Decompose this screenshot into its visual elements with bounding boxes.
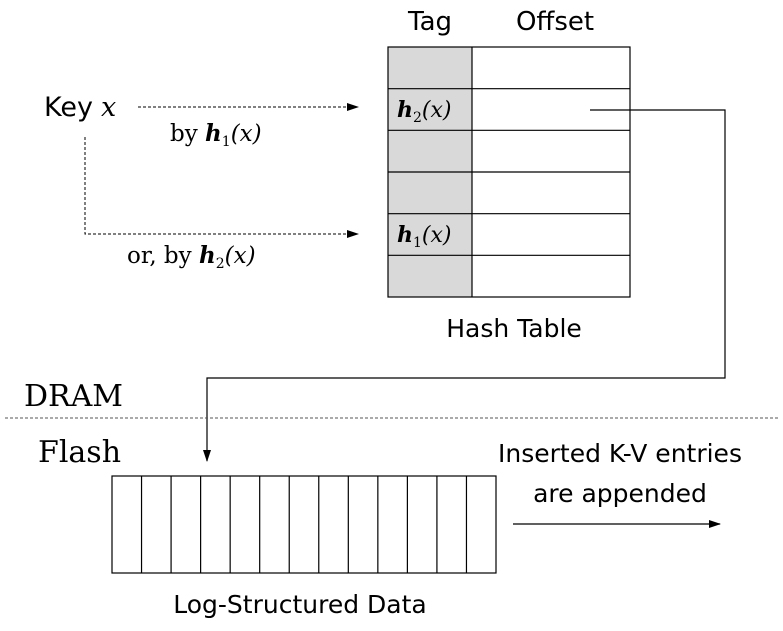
arrow-h2-label: or, by h2(x) xyxy=(127,242,256,272)
arrow-h1-label: by h1(x) xyxy=(170,120,262,150)
offset-pointer-arrow xyxy=(203,109,726,462)
log-cells xyxy=(140,476,468,573)
hash-table: h2(x) h1(x) xyxy=(387,46,631,298)
hash-table-tag-h2: h2(x) xyxy=(397,97,452,126)
append-note-line1: Inserted K-V entries xyxy=(498,439,742,468)
tag-column-header: Tag xyxy=(407,7,452,37)
offset-column-header: Offset xyxy=(516,7,594,37)
arrow-h2 xyxy=(84,137,359,238)
log-border xyxy=(111,475,497,574)
log-caption: Log-Structured Data xyxy=(173,590,426,619)
row-dividers xyxy=(388,88,630,256)
dram-label: DRAM xyxy=(24,379,123,414)
flash-label: Flash xyxy=(38,435,121,470)
hash-table-tag-h1: h1(x) xyxy=(397,222,452,251)
hash-table-caption: Hash Table xyxy=(446,314,582,343)
key-hash-arrows xyxy=(84,103,359,238)
append-note-line2: are appended xyxy=(533,479,707,508)
log-structured-data xyxy=(111,475,497,574)
